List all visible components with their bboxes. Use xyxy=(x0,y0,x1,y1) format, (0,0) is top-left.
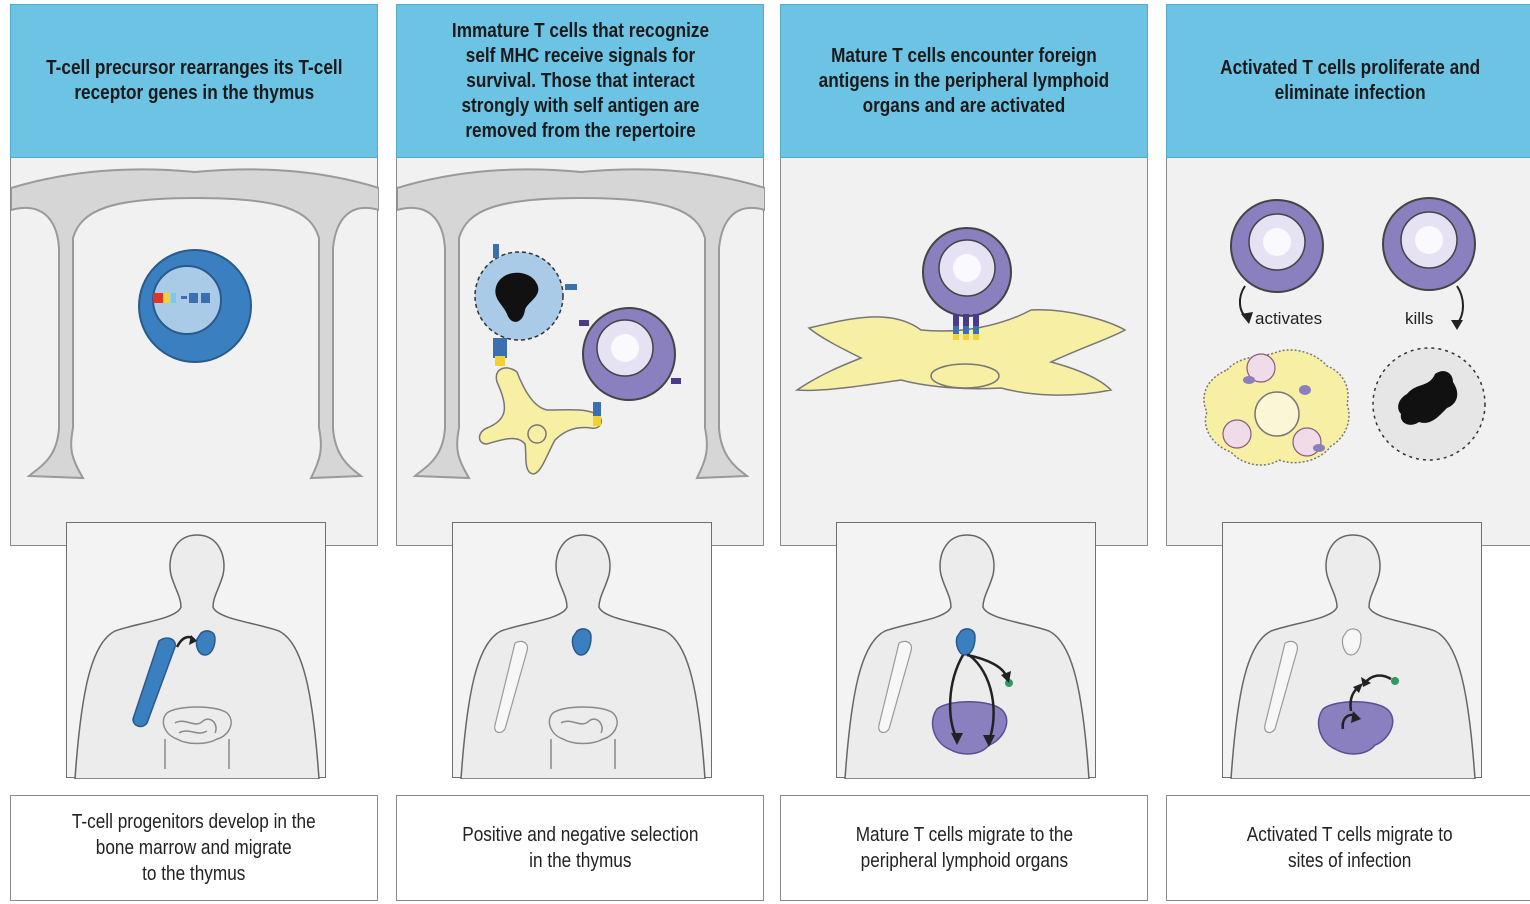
panel-header: T-cell precursor rearranges its T-cell r… xyxy=(10,4,378,158)
panel-selection: Immature T cells that recognize self MHC… xyxy=(396,0,766,904)
killing-t-cell xyxy=(1383,198,1475,290)
kills-arrow-icon xyxy=(1457,286,1463,324)
vesicle-icon xyxy=(1293,428,1321,456)
effector-illustration: activates kills xyxy=(1167,158,1530,546)
activates-label: activates xyxy=(1255,309,1322,328)
precursor-nucleus xyxy=(153,266,221,334)
body-silhouette-lymphoid xyxy=(837,523,1097,779)
body-silhouette-bone-marrow xyxy=(67,523,327,779)
panel-activation: Mature T cells encounter foreign antigen… xyxy=(780,0,1150,904)
kills-label: kills xyxy=(1405,309,1433,328)
panel-header: Mature T cells encounter foreign antigen… xyxy=(780,4,1148,158)
panel-caption: Activated T cells migrate to sites of in… xyxy=(1166,795,1530,901)
caption-text: T-cell progenitors develop in the bone m… xyxy=(72,809,316,887)
body-map xyxy=(452,522,712,778)
body-silhouette-thymus xyxy=(453,523,713,779)
panel-effector: Activated T cells proliferate and elimin… xyxy=(1166,0,1530,904)
thymus-scene xyxy=(396,158,764,546)
lymph-node-icon xyxy=(1391,677,1399,685)
panel-caption: Mature T cells migrate to the peripheral… xyxy=(780,795,1148,901)
body-silhouette-infection xyxy=(1223,523,1483,779)
panel-precursor: T-cell precursor rearranges its T-cell r… xyxy=(10,0,380,904)
thymus-icon xyxy=(956,629,975,655)
thymus-icon xyxy=(572,629,591,655)
caption-text: Mature T cells migrate to the peripheral… xyxy=(855,822,1072,874)
body-map xyxy=(1222,522,1482,778)
tcr-receptor-icon xyxy=(493,244,499,258)
body-map xyxy=(836,522,1096,778)
activating-t-cell xyxy=(1231,200,1323,292)
panel-caption: Positive and negative selection in the t… xyxy=(396,795,764,901)
apoptotic-t-cell xyxy=(475,244,577,340)
body-map xyxy=(66,522,326,778)
dendritic-cell xyxy=(797,310,1125,395)
precursor-illustration xyxy=(11,158,379,546)
panel-header: Activated T cells proliferate and elimin… xyxy=(1166,4,1530,158)
header-text: Immature T cells that recognize self MHC… xyxy=(451,19,708,144)
header-text: Mature T cells encounter foreign antigen… xyxy=(819,44,1110,119)
selection-illustration xyxy=(397,158,765,546)
panel-caption: T-cell progenitors develop in the bone m… xyxy=(10,795,378,901)
tcr-receptor-icon xyxy=(593,402,601,418)
activated-macrophage xyxy=(1204,350,1349,465)
t-cell-precursor xyxy=(139,250,251,362)
caption-text: Activated T cells migrate to sites of in… xyxy=(1247,822,1453,874)
surviving-t-cell xyxy=(579,308,681,426)
lymphoid-scene xyxy=(780,158,1148,546)
infection-scene: activates kills xyxy=(1166,158,1530,546)
header-text: T-cell precursor rearranges its T-cell r… xyxy=(46,56,342,106)
tcr-mhc-complex-icon xyxy=(953,314,979,340)
header-text: Activated T cells proliferate and elimin… xyxy=(1220,56,1480,106)
panel-header: Immature T cells that recognize self MHC… xyxy=(396,4,764,158)
activation-illustration xyxy=(781,158,1149,546)
thymus-icon xyxy=(196,631,215,655)
dying-target-cell xyxy=(1373,348,1485,460)
thymus-scene xyxy=(10,158,378,546)
vesicle-icon xyxy=(1223,420,1251,448)
caption-text: Positive and negative selection in the t… xyxy=(462,822,698,874)
